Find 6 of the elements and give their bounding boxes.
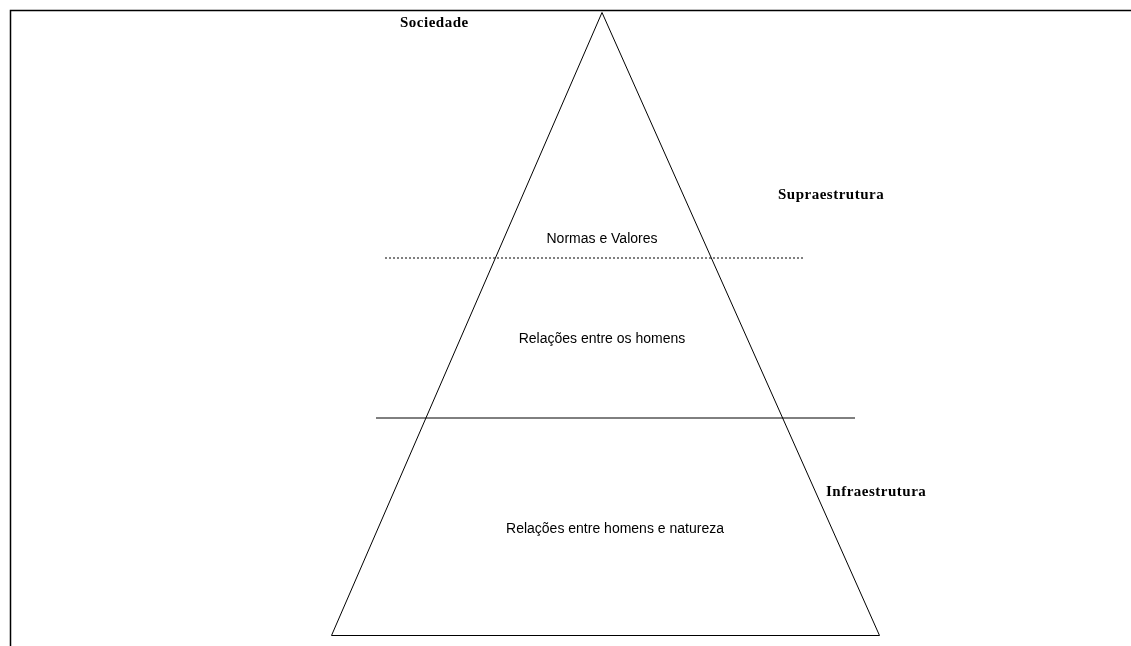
section-label: Sociedade bbox=[400, 14, 469, 31]
layer-label: Relações entre os homens bbox=[518, 330, 686, 346]
section-label: Infraestrutura bbox=[826, 483, 927, 500]
section-label: Supraestrutura bbox=[778, 186, 885, 203]
layer-label: Relações entre homens e natureza bbox=[506, 520, 724, 536]
layer-label: Normas e Valores bbox=[546, 230, 658, 246]
